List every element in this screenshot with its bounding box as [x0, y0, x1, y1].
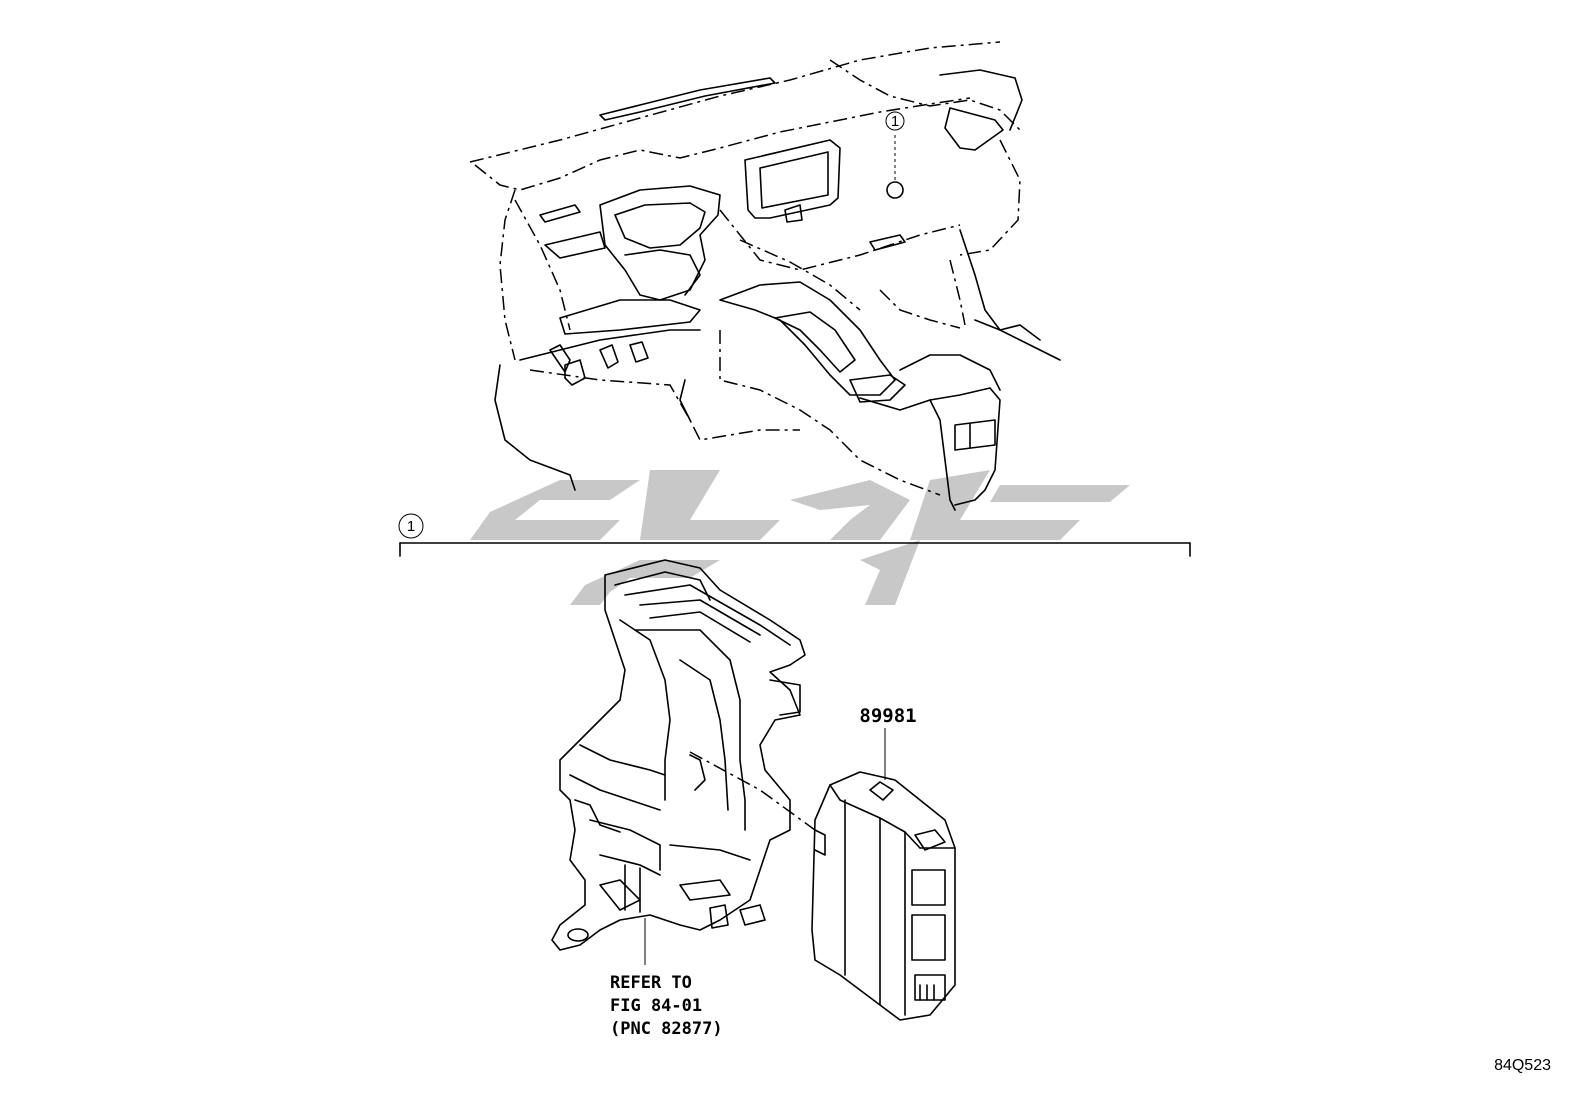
reference-note-line2: FIG 84-01: [610, 996, 702, 1016]
reference-note-line1: REFER TO: [610, 973, 692, 993]
figure-code: 84Q523: [1494, 1057, 1551, 1074]
watermark-logo: [470, 470, 1130, 605]
dash-callout-number: 1: [891, 113, 899, 130]
bracket-assembly: [551, 559, 806, 965]
section-divider: 1: [398, 513, 1191, 557]
reference-note: REFER TO FIG 84-01 (PNC 82877): [610, 973, 723, 1039]
reference-note-line3: (PNC 82877): [610, 1019, 723, 1039]
control-module-89981: [689, 728, 956, 1021]
dashboard-illustration: 1: [469, 41, 1061, 511]
section-callout-number: 1: [407, 518, 415, 535]
part-number-label: 89981: [859, 705, 916, 727]
